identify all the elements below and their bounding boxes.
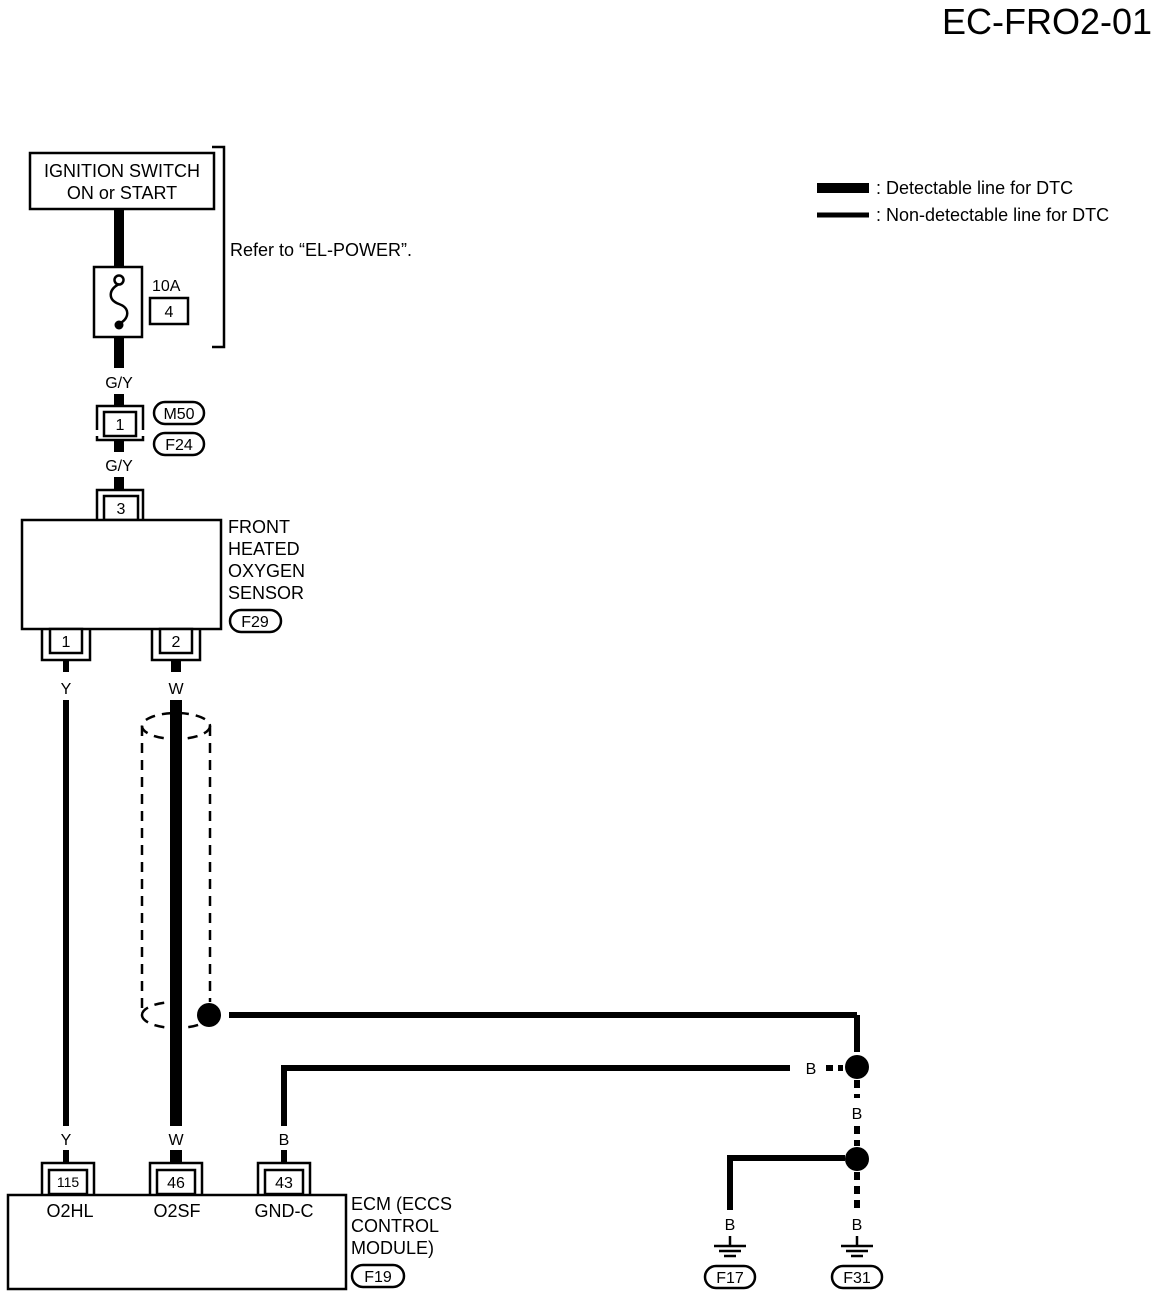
ecm-pin-1-label: O2SF	[153, 1201, 200, 1221]
wire-color-ecm-left: Y	[61, 1132, 72, 1149]
ecm-label-3: MODULE)	[351, 1238, 434, 1258]
legend-non-detectable-label: : Non-detectable line for DTC	[876, 205, 1109, 225]
diagram-id: EC-FRO2-01	[942, 1, 1152, 42]
wire-color-power: G/Y	[105, 375, 133, 392]
wire-color-ecm-mid: W	[168, 1132, 184, 1149]
wire-color-ground-right: B	[852, 1217, 863, 1234]
wire-color-ecm-right: B	[279, 1132, 290, 1149]
ground-right-code: F31	[843, 1270, 871, 1287]
refer-bracket: Refer to “EL-POWER”.	[212, 145, 412, 349]
ecm-pin-2-number: 43	[275, 1175, 293, 1192]
wire-color-sensor-left: Y	[61, 681, 72, 698]
ecm-pin-43-connector: 43	[256, 1161, 312, 1196]
sensor-pin-left: 1	[62, 634, 71, 651]
ignition-switch: IGNITION SWITCH ON or START	[28, 151, 216, 211]
wire-color-ground-mid: B	[852, 1106, 863, 1123]
wire-ground-left	[727, 1155, 845, 1210]
ecm-module: O2HL O2SF GND-C ECM (ECCS CONTROL MODULE…	[6, 1193, 452, 1291]
ground-left-icon	[714, 1236, 746, 1258]
sensor-code: F29	[241, 614, 269, 631]
ground-right-icon	[841, 1236, 873, 1258]
ecm-pin-2-label: GND-C	[255, 1201, 314, 1221]
sensor-label-2: HEATED	[228, 539, 300, 559]
ecm-pin-1-number: 46	[167, 1175, 185, 1192]
refer-note: Refer to “EL-POWER”.	[230, 240, 412, 260]
wire-color-sensor-right: W	[168, 681, 184, 698]
fuse: 10A 4	[92, 265, 190, 339]
sensor-pin-right: 2	[172, 634, 181, 651]
ecm-pin-46-connector: 46	[148, 1161, 204, 1196]
legend-detectable-label: : Detectable line for DTC	[876, 178, 1073, 198]
ecm-pin-0-number: 115	[57, 1174, 80, 1190]
sensor-pin-top: 3	[117, 501, 126, 518]
fuse-number: 4	[165, 304, 174, 321]
ignition-switch-line1: IGNITION SWITCH	[44, 161, 200, 181]
wire-color-ground-horizontal: B	[806, 1061, 817, 1078]
front-heated-oxygen-sensor: FRONT HEATED OXYGEN SENSOR F29	[20, 517, 305, 634]
fuse-rating: 10A	[152, 278, 181, 295]
sensor-label-1: FRONT	[228, 517, 290, 537]
ecm-label-2: CONTROL	[351, 1216, 439, 1236]
joint-code-bottom: F24	[165, 437, 193, 454]
ecm-code: F19	[364, 1269, 392, 1286]
legend: : Detectable line for DTC : Non-detectab…	[817, 178, 1109, 225]
ignition-switch-line2: ON or START	[67, 183, 177, 203]
sensor-pin-left-connector: 1	[40, 627, 92, 662]
ecm-pin-115-connector: 115	[40, 1161, 96, 1196]
shield-splice-dot	[197, 1003, 221, 1027]
sensor-label-4: SENSOR	[228, 583, 304, 603]
sensor-label-3: OXYGEN	[228, 561, 305, 581]
ground-left-code: F17	[716, 1270, 744, 1287]
ground-splice-top	[845, 1055, 869, 1079]
joint-pin: 1	[116, 417, 125, 434]
wire-b-gnd-c	[281, 1065, 790, 1126]
wire-color-ground-left: B	[725, 1217, 736, 1234]
wire-color-power-2: G/Y	[105, 458, 133, 475]
fuse-element-icon	[109, 282, 129, 326]
ground-splice-bottom	[845, 1147, 869, 1171]
joint-code-top: M50	[163, 406, 194, 423]
joint-connector: 1 M50 F24	[95, 400, 206, 457]
sensor-pin-top-connector: 3	[95, 488, 145, 522]
ecm-label-1: ECM (ECCS	[351, 1194, 452, 1214]
ecm-pin-0-label: O2HL	[46, 1201, 93, 1221]
sensor-pin-right-connector: 2	[150, 627, 202, 662]
